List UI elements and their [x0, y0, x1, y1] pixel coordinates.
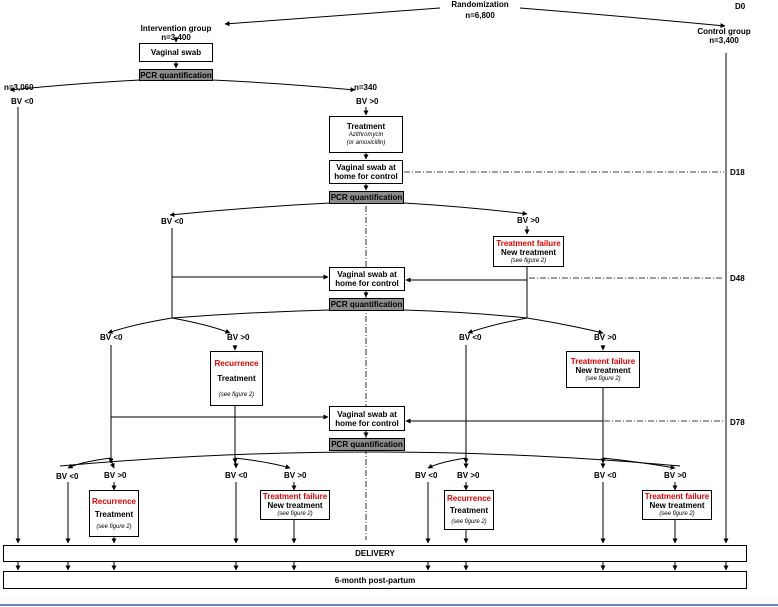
- n-negative: n=3,060: [4, 83, 34, 92]
- delivery-bar: DELIVERY: [3, 545, 747, 562]
- bv-negative-label: BV <0: [11, 97, 34, 106]
- bv-negative-label: BV <0: [161, 217, 184, 226]
- treatment-box: Treatment Azithromycin (or amoxicillin): [329, 116, 403, 153]
- control-group-n: n=3,400: [709, 36, 739, 45]
- bv-negative-label: BV <0: [56, 472, 79, 481]
- home-swab-box-d78: Vaginal swab at home for control: [329, 406, 405, 431]
- treatment-failure-box: Treatment failure New treatment (see fig…: [642, 490, 712, 520]
- bv-positive-label: BV >0: [517, 216, 540, 225]
- bv-positive-label: BV >0: [457, 471, 480, 480]
- pcr-box-d78: PCR quantification: [329, 438, 405, 451]
- home-swab-box-d48: Vaginal swab at home for control: [329, 267, 405, 291]
- pcr-box-d18: PCR quantification: [329, 191, 404, 204]
- pcr-box-d0: PCR quantification: [139, 69, 213, 81]
- treatment-failure-box: Treatment failure New treatment (see fig…: [566, 351, 640, 388]
- day-d48: D48: [730, 274, 745, 283]
- treatment-failure-box: Treatment failure New treatment (see fig…: [260, 490, 330, 520]
- home-swab-box-d18: Vaginal swab at home for control: [329, 160, 403, 184]
- recurrence-box: Recurrence Treatment (see figure 2): [444, 490, 494, 530]
- control-group-label: Control group: [697, 27, 751, 36]
- bv-positive-label: BV >0: [104, 471, 127, 480]
- postpartum-bar: 6-month post-partum: [3, 571, 747, 589]
- bv-negative-label: BV <0: [100, 333, 123, 342]
- bv-negative-label: BV <0: [594, 471, 617, 480]
- randomization-label: Randomization: [451, 0, 509, 9]
- day-d0: D0: [735, 2, 746, 11]
- bv-positive-label: BV >0: [664, 471, 687, 480]
- vaginal-swab-box: Vaginal swab: [139, 43, 213, 62]
- bv-negative-label: BV <0: [415, 471, 438, 480]
- day-d18: D18: [730, 168, 745, 177]
- bv-positive-label: BV >0: [284, 471, 307, 480]
- randomization-n: n=6,800: [465, 11, 495, 20]
- bv-positive-label: BV >0: [594, 333, 617, 342]
- recurrence-box: Recurrence Treatment (see figure 2): [210, 351, 263, 406]
- bv-positive-label: BV >0: [227, 333, 250, 342]
- bv-negative-label: BV <0: [459, 333, 482, 342]
- bv-negative-label: BV <0: [225, 471, 248, 480]
- treatment-failure-box: Treatment failure New treatment (see fig…: [493, 236, 564, 267]
- pcr-box-d48: PCR quantification: [329, 298, 404, 311]
- bv-positive-label: BV >0: [356, 97, 379, 106]
- day-d78: D78: [730, 418, 745, 427]
- recurrence-box: Recurrence Treatment (see figure 2): [89, 490, 139, 537]
- intervention-group-n: n=3,400: [161, 33, 191, 42]
- intervention-group-label: Intervention group: [140, 24, 212, 33]
- n-positive: n=340: [354, 83, 377, 92]
- bottom-border: [0, 604, 778, 606]
